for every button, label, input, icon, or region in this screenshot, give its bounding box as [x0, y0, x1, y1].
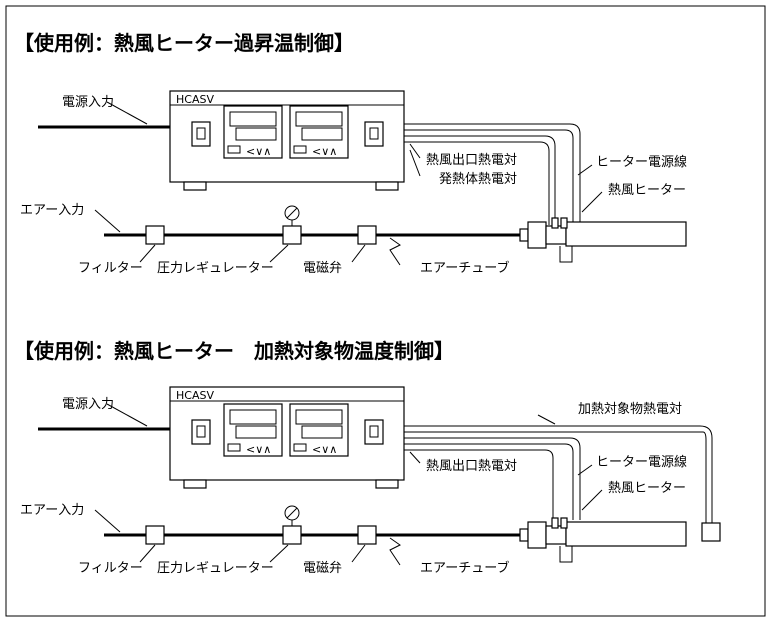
filter-box	[145, 525, 165, 545]
power-input-label: 電源入力	[62, 95, 114, 110]
controller-label: HCASV	[176, 389, 214, 402]
pressure-regulator-box	[282, 525, 302, 545]
controller-unit: HCASV <∨∧ <∨∧	[169, 386, 405, 489]
temperature-controller-1: <∨∧	[223, 105, 283, 159]
svg-text:<∨∧: <∨∧	[246, 443, 271, 456]
hot-air-heater	[519, 517, 687, 563]
solenoid-valve-box	[357, 525, 377, 545]
air-tube-label: エアーチューブ	[420, 560, 509, 576]
target-thermocouple-label: 加熱対象物熱電対	[578, 402, 682, 417]
hot-air-thermocouple-label: 熱風出口熱電対	[426, 459, 517, 474]
heater-power-line-label: ヒーター電源線	[596, 454, 687, 470]
solenoid-valve-box	[357, 225, 377, 245]
hot-air-heater-label: 熱風ヒーター	[608, 481, 686, 496]
heater-thermocouple-label: 発熱体熱電対	[439, 172, 517, 187]
outer-frame	[5, 5, 766, 617]
controller-unit: HCASV <∨∧ <∨∧	[169, 90, 405, 191]
hot-air-heater	[519, 217, 687, 263]
alarm-switch	[364, 121, 384, 147]
hot-air-thermocouple-label: 熱風出口熱電対	[426, 153, 517, 168]
power-switch	[191, 419, 211, 445]
svg-text:<∨∧: <∨∧	[312, 145, 337, 158]
filter-box	[145, 225, 165, 245]
air-tube-label: エアーチューブ	[420, 260, 509, 276]
air-input-label: エアー入力	[20, 203, 84, 218]
temperature-controller-1: <∨∧	[223, 403, 283, 457]
power-switch	[191, 121, 211, 147]
alarm-switch	[364, 419, 384, 445]
svg-text:<∨∧: <∨∧	[312, 443, 337, 456]
temperature-controller-2: <∨∧	[289, 105, 349, 159]
diagram-2: 【使用例：熱風ヒーター 加熱対象物温度制御】 電源入力 HCASV <∨∧	[14, 339, 721, 576]
svg-text:<∨∧: <∨∧	[246, 145, 271, 158]
diagram-2-title: 【使用例：熱風ヒーター 加熱対象物温度制御】	[14, 339, 454, 363]
leader	[106, 101, 148, 125]
temperature-controller-2: <∨∧	[289, 403, 349, 457]
heater-power-line-label: ヒーター電源線	[596, 154, 687, 170]
pressure-regulator-label: 圧力レギュレーター	[157, 261, 274, 276]
controller-cables	[404, 425, 713, 523]
air-input-label: エアー入力	[20, 503, 84, 518]
controller-label: HCASV	[176, 93, 214, 106]
solenoid-valve-label: 電磁弁	[303, 261, 342, 276]
heating-target	[701, 522, 721, 542]
filter-label: フィルター	[78, 561, 143, 576]
diagram-1-title: 【使用例：熱風ヒーター過昇温制御】	[14, 31, 354, 55]
controller-cables	[404, 123, 581, 225]
diagram-1: 【使用例：熱風ヒーター過昇温制御】 電源入力 HCASV <∨∧	[14, 31, 687, 276]
solenoid-valve-label: 電磁弁	[303, 561, 342, 576]
pressure-regulator-label: 圧力レギュレーター	[157, 561, 274, 576]
filter-label: フィルター	[78, 261, 143, 276]
power-input-label: 電源入力	[62, 397, 114, 412]
hot-air-heater-label: 熱風ヒーター	[608, 183, 686, 198]
pressure-regulator-box	[282, 225, 302, 245]
